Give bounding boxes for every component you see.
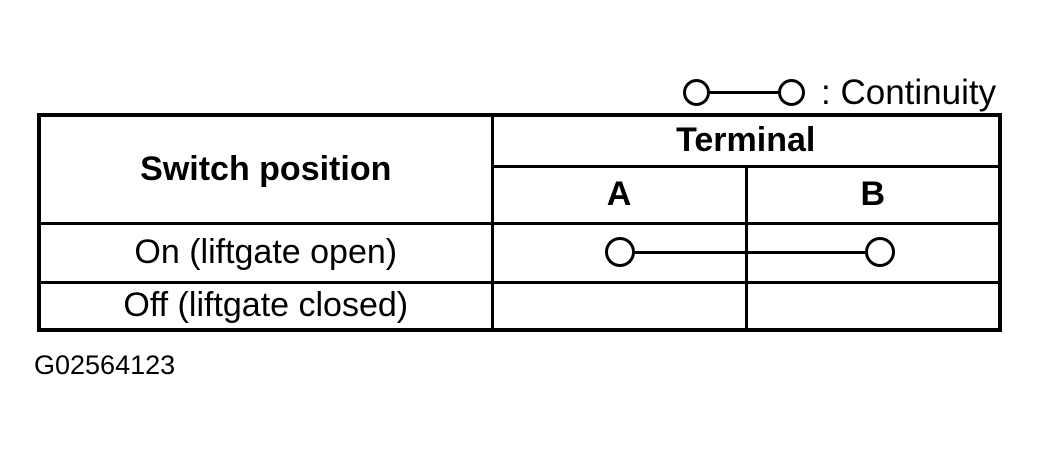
cell-position-on: On (liftgate open) bbox=[37, 221, 494, 284]
header-row-terminal-ab: A B bbox=[39, 164, 1002, 225]
legend-label: : Continuity bbox=[821, 72, 997, 112]
continuity-wire bbox=[632, 251, 868, 254]
terminal-a-circle-icon bbox=[605, 237, 635, 267]
legend-circle-left-icon bbox=[683, 78, 710, 106]
cell-off-terminal-a bbox=[490, 280, 748, 332]
header-row-terminal: Switch position Terminal bbox=[37, 113, 1002, 225]
figure-id: G02564123 bbox=[34, 350, 176, 380]
header-switch-position: Switch position bbox=[37, 113, 494, 225]
legend-circle-right-icon bbox=[778, 78, 805, 106]
header-terminal: Terminal bbox=[490, 113, 1002, 168]
terminal-b-circle-icon bbox=[865, 237, 895, 267]
continuity-table: Switch position Terminal A B On (liftgat… bbox=[37, 113, 1002, 332]
continuity-symbol-a-b bbox=[605, 237, 895, 267]
table-row-off: Off (liftgate closed) bbox=[37, 280, 1002, 332]
header-terminal-b: B bbox=[744, 164, 1002, 225]
cell-position-off: Off (liftgate closed) bbox=[37, 280, 494, 332]
legend-wire bbox=[707, 90, 781, 94]
continuity-legend: : Continuity bbox=[683, 69, 996, 115]
continuity-symbol-icon bbox=[683, 78, 805, 106]
table-row-on: On (liftgate open) bbox=[37, 221, 1002, 284]
header-terminal-a: A bbox=[490, 164, 748, 225]
cell-off-terminal-b bbox=[744, 280, 1002, 332]
